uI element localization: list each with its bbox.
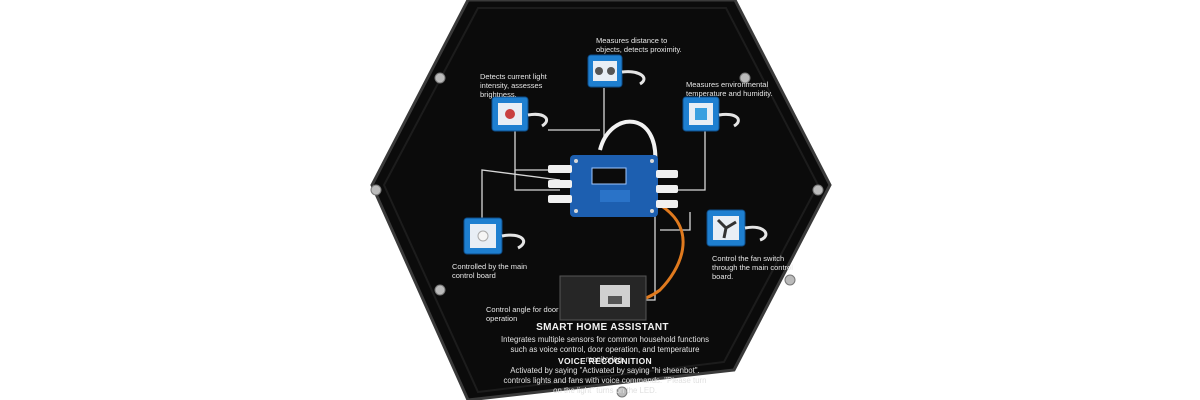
- ultrasonic-label: Measures distance to objects, detects pr…: [596, 36, 682, 54]
- light-sensor-module: [491, 96, 548, 132]
- temperature-humidity-module: [682, 96, 740, 132]
- voice-recognition-title: VOICE RECOGNITION: [558, 356, 652, 366]
- panel-inner-edge: [382, 7, 820, 394]
- main-control-board: [548, 155, 678, 217]
- usb-cable: [598, 119, 658, 166]
- ultrasonic-sensor-module: [587, 54, 646, 88]
- light-sensor-label: Detects current light intensity, assesse…: [480, 72, 547, 99]
- panel-description: Integrates multiple sensors for common h…: [500, 335, 710, 364]
- fan-label: Control the fan switch through the main …: [712, 254, 793, 281]
- panel-title: SMART HOME ASSISTANT: [536, 322, 669, 333]
- panel-screws: [370, 72, 824, 398]
- servo-door-module: [559, 275, 647, 321]
- voice-recognition-text: Activated by saying "Activated by saying…: [503, 366, 707, 395]
- led-module: [463, 217, 525, 255]
- fan-module: [706, 209, 768, 247]
- servo-label: Control angle for door operation: [486, 305, 559, 323]
- led-label: Controlled by the main control board: [452, 262, 528, 280]
- temperature-label: Measures environmental temperature and h…: [686, 80, 773, 98]
